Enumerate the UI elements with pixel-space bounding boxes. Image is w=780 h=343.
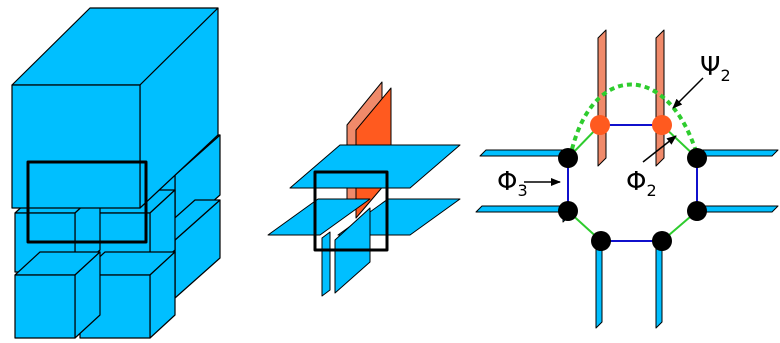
panel-stacked-blocks — [11, 7, 221, 339]
cube-bottom-left — [14, 251, 101, 339]
label-psi2: Ψ2 — [700, 52, 731, 85]
node-black-upper-left — [558, 148, 578, 168]
selection-box-middle — [313, 170, 389, 252]
slab-lower-left — [475, 205, 570, 213]
node-black-upper-right — [687, 148, 707, 168]
selection-box-left — [26, 160, 148, 244]
lower-vertical-sheet-a — [321, 231, 331, 297]
label-phi2: Φ2 — [626, 167, 657, 200]
node-black-bottom-right — [652, 231, 672, 251]
node-black-bottom-left — [591, 231, 611, 251]
dashed-arc — [568, 82, 700, 159]
large-block — [11, 7, 219, 209]
slab-lower-right — [696, 205, 779, 213]
lower-plane-left — [267, 198, 371, 236]
cube-bottom-right — [79, 251, 176, 339]
upper-plane — [289, 144, 461, 189]
label-phi3: Φ3 — [497, 167, 528, 200]
arrow-psi2 — [672, 77, 704, 109]
panel-cross-graph: Ψ2 Φ2 Φ3 — [475, 29, 779, 329]
slab-upper-right — [696, 149, 779, 157]
panel-intersecting-planes — [267, 81, 461, 297]
node-orange-left — [590, 115, 610, 135]
arrow-phi2 — [642, 135, 677, 163]
node-black-lower-right — [687, 201, 707, 221]
node-orange-right — [652, 115, 672, 135]
node-black-lower-left — [558, 201, 578, 221]
